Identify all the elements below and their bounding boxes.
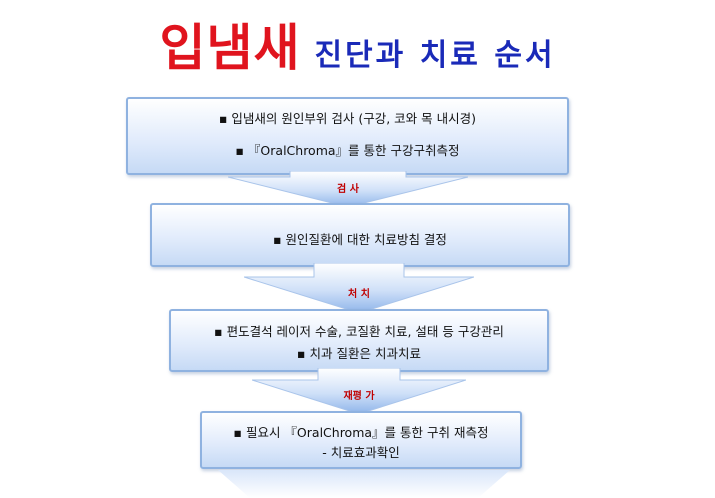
- step2-line1: ▪ 원인질환에 대한 치료방침 결정: [273, 232, 447, 247]
- step-box-treatment-plan: ▪ 원인질환에 대한 치료방침 결정: [150, 203, 570, 267]
- title-sub: 진단과 치료 순서: [314, 38, 556, 73]
- step3-line2: ▪ 치과 질환은 치과치료: [297, 346, 421, 361]
- arrow-reevaluation: 재평 가: [252, 368, 466, 414]
- arrow-label-examination: 검 사: [337, 184, 359, 195]
- arrow-treatment: 처 치: [244, 263, 474, 313]
- step3-line1: ▪ 편도결석 레이저 수술, 코질환 치료, 설태 등 구강관리: [214, 324, 504, 339]
- arrow-label-treatment: 처 치: [348, 289, 370, 300]
- step4-line2: - 치료효과확인: [322, 445, 400, 460]
- step-box-reevaluation: ▪ 필요시 『OralChroma』를 통한 구취 재측정 - 치료효과확인: [200, 411, 522, 469]
- step-box-examination: ▪ 입냄새의 원인부위 검사 (구강, 코와 목 내시경) ▪ 『OralChr…: [126, 97, 569, 175]
- arrow-label-reevaluation: 재평 가: [343, 391, 375, 402]
- page-title: 입냄새 진단과 치료 순서: [0, 8, 715, 80]
- step-box-treatment: ▪ 편도결석 레이저 수술, 코질환 치료, 설태 등 구강관리 ▪ 치과 질환…: [169, 309, 549, 372]
- step1-line2: ▪ 『OralChroma』를 통한 구강구취측정: [235, 143, 460, 158]
- step4-line1: ▪ 필요시 『OralChroma』를 통한 구취 재측정: [233, 425, 489, 440]
- arrow-examination: 검 사: [228, 171, 468, 207]
- bottom-arrow-stub: [218, 468, 510, 498]
- step1-line1: ▪ 입냄새의 원인부위 검사 (구강, 코와 목 내시경): [218, 111, 476, 126]
- title-main: 입냄새: [159, 19, 301, 77]
